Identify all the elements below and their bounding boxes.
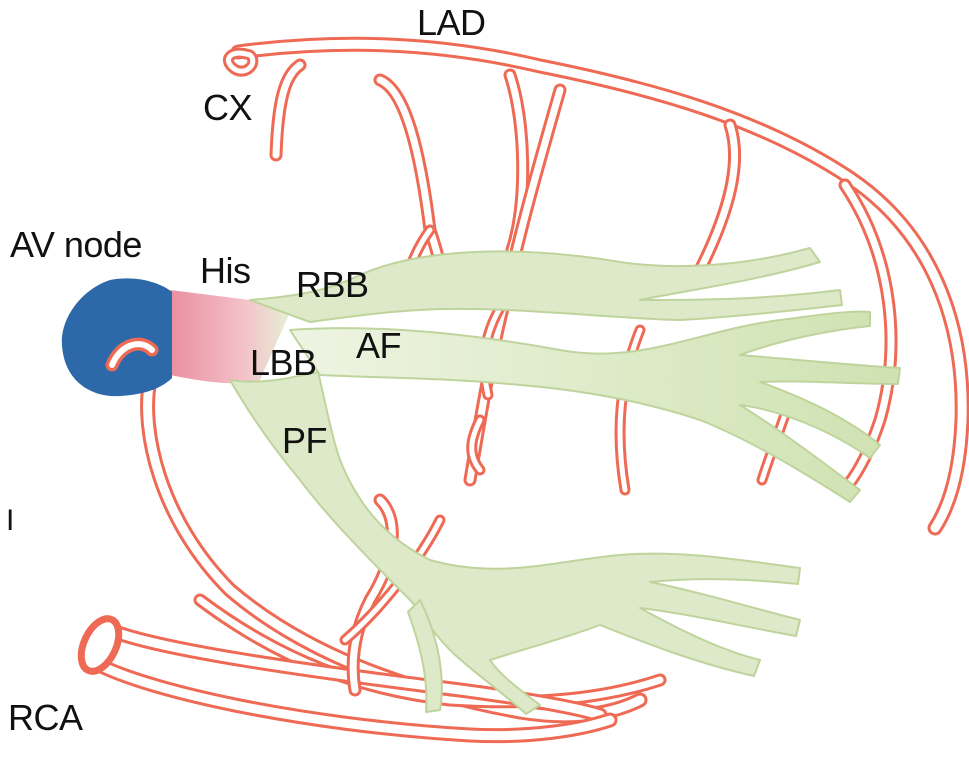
av-node — [62, 278, 172, 396]
label-lbb: LBB — [250, 342, 317, 383]
label-rca: RCA — [8, 697, 83, 738]
label-af: AF — [356, 325, 401, 366]
label-stray: I — [6, 504, 14, 537]
label-lad: LAD — [417, 2, 486, 43]
label-rbb: RBB — [296, 264, 369, 305]
label-av-node: AV node — [10, 224, 142, 265]
label-his: His — [200, 250, 251, 291]
label-cx: CX — [203, 87, 252, 128]
label-pf: PF — [282, 420, 327, 461]
